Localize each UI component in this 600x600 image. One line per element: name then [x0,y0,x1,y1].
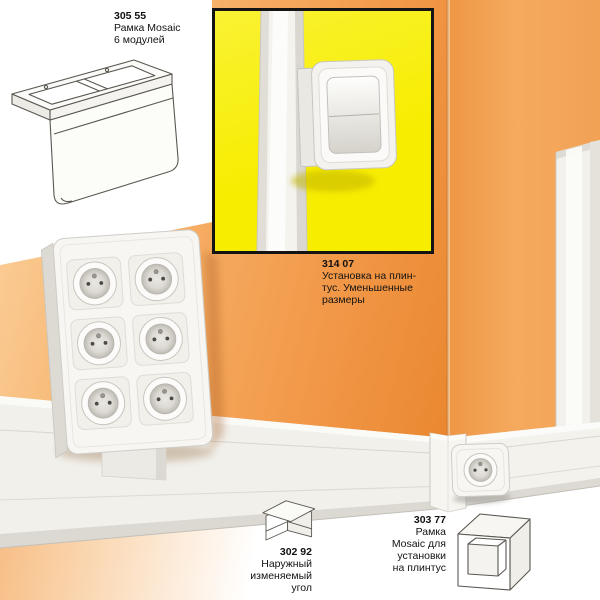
socket-outlet [127,251,186,307]
inset-graphics [256,11,397,251]
frame-drawing-305-55 [11,59,179,205]
single-socket-outlet [450,442,511,504]
socket-outlet [69,315,129,371]
switch-shadow [291,170,375,192]
inset-photo-314-07 [212,8,434,254]
socket-outlet [65,256,125,311]
product-desc-line: угол [291,582,312,594]
product-desc-line: Mosaic для [391,538,446,550]
product-desc-line: установки [397,550,446,562]
product-label-305-55: 305 55 Рамка Mosaic 6 модулей [114,10,210,46]
product-label-302-92: 302 92 Наружный изменяемый угол [224,546,312,594]
product-desc-line: Рамка Mosaic [114,22,181,34]
product-code: 305 55 [114,10,147,22]
corner-piece-drawing-302-92 [262,500,316,541]
product-desc-line: Установка на плин- [322,270,417,282]
product-desc-line: на плинтус [392,562,446,574]
product-label-303-77: 303 77 Рамка Mosaic для установки на пли… [356,514,446,574]
inset-switch [296,59,397,171]
socket-outlet [131,311,191,367]
vertical-duct-right [555,140,600,444]
socket-outlet [74,375,133,431]
product-code: 314 07 [322,258,355,270]
product-desc-line: размеры [322,294,365,306]
product-desc-line: тус. Уменьшенные [322,282,413,294]
wall-corner-highlight [446,0,450,600]
frame-drawing-303-77 [457,513,531,591]
product-label-314-07: 314 07 Установка на плин- тус. Уменьшенн… [322,258,436,306]
product-code: 302 92 [279,546,312,558]
product-desc-line: Рамка [415,526,446,538]
socket-outlet [135,371,195,427]
product-desc-line: Наружный [261,558,312,570]
multi-socket-box [40,229,214,459]
product-desc-line: 6 модулей [114,34,165,46]
product-code: 303 77 [413,514,446,526]
product-desc-line: изменяемый [250,570,312,582]
inset-duct-column [256,11,308,251]
